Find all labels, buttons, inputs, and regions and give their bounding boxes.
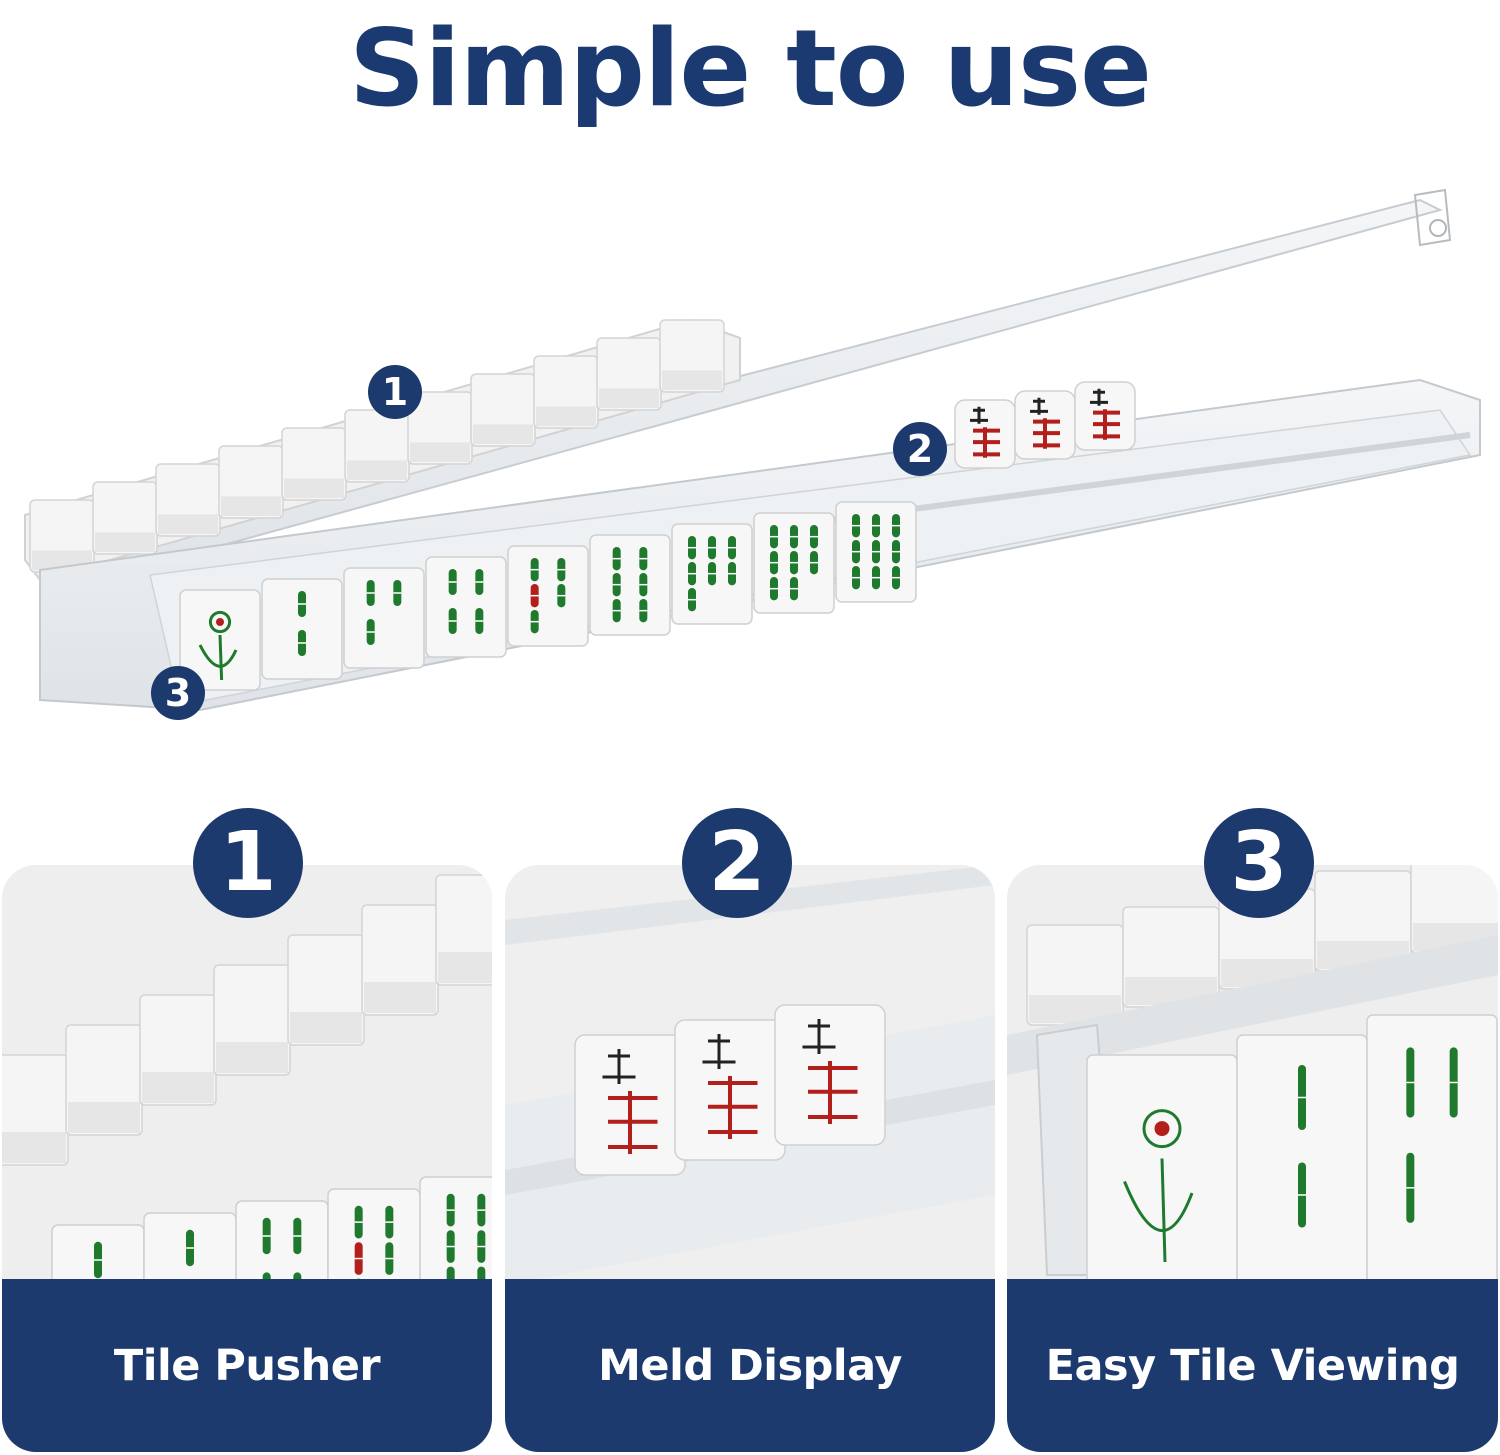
bamboo-tile-icon [343, 567, 425, 669]
face-down-tile [218, 445, 284, 519]
bamboo-tile-icon [235, 1200, 329, 1285]
face-down-tile [659, 319, 725, 393]
face-down-tile [407, 391, 473, 465]
feature-label-bar: Easy Tile Viewing [1007, 1279, 1498, 1452]
face-down-tile [281, 427, 347, 501]
bamboo-tile-icon [835, 501, 917, 603]
bamboo-tile-icon [261, 578, 343, 680]
face-down-tile [470, 373, 536, 447]
feature-card-tile-pusher: Tile Pusher [2, 865, 492, 1452]
face-down-tile [596, 337, 662, 411]
face-down-tile [155, 463, 221, 537]
character-tile-icon [1074, 381, 1136, 451]
feature-card-meld-display: Meld Display [505, 865, 995, 1452]
face-down-tile [213, 964, 291, 1076]
bamboo-tile-icon [425, 556, 507, 658]
feature-label-bar: Tile Pusher [2, 1279, 492, 1452]
bamboo-tile-icon [753, 512, 835, 614]
meld-tiles [954, 381, 1136, 469]
page-title: Simple to use [349, 7, 1152, 130]
bamboo-tile-icon [589, 534, 671, 636]
character-tile-icon [574, 1034, 686, 1176]
face-down-tile-row [24, 318, 741, 582]
tile-pusher-photo [2, 865, 492, 1285]
bird-tile-icon [1086, 1054, 1238, 1285]
bamboo-tile-icon [327, 1188, 421, 1285]
character-tile-icon [674, 1019, 786, 1161]
bamboo-tile-icon [419, 1176, 492, 1285]
face-down-tile [1122, 906, 1220, 1008]
callout-badge-2: 2 [893, 422, 947, 476]
bamboo-tile-icon [671, 523, 753, 625]
character-tile-icon [774, 1004, 886, 1146]
callout-badge-3: 3 [151, 666, 205, 720]
face-down-tile [29, 499, 95, 573]
callout-badge-1: 1 [368, 365, 422, 419]
feature-number-badge-2: 2 [682, 808, 792, 918]
feature-label-bar: Meld Display [505, 1279, 995, 1452]
bamboo-tile-icon [507, 545, 589, 647]
face-down-tile [361, 904, 439, 1016]
face-down-tile [287, 934, 365, 1046]
face-down-tile [92, 481, 158, 555]
feature-label: Meld Display [598, 1340, 902, 1391]
face-down-tile [344, 409, 410, 483]
bamboo-tile-icon [179, 589, 261, 691]
bamboo-tile-icon [1366, 1014, 1498, 1285]
face-down-tile [533, 355, 599, 429]
face-down-tile [435, 874, 492, 986]
character-tile-icon [954, 399, 1016, 469]
face-up-tile-row [179, 501, 917, 691]
face-down-tile [139, 994, 217, 1106]
feature-label: Tile Pusher [113, 1340, 381, 1391]
easy-tile-viewing-photo [1007, 865, 1498, 1285]
face-down-tile [2, 1054, 69, 1166]
mahjong-tile-rack-image [24, 188, 1481, 712]
feature-number-badge-3: 3 [1204, 808, 1314, 918]
face-down-tile [65, 1024, 143, 1136]
character-tile-icon [1014, 390, 1076, 460]
feature-number-badge-1: 1 [193, 808, 303, 918]
face-down-tile [1026, 924, 1124, 1026]
bamboo-tile-icon [143, 1212, 237, 1285]
bamboo-tile-icon [1236, 1034, 1368, 1285]
bamboo-tile-icon [51, 1224, 145, 1285]
feature-label: Easy Tile Viewing [1045, 1340, 1460, 1391]
meld-display-photo [505, 865, 995, 1285]
feature-card-easy-tile-viewing: Easy Tile Viewing [1007, 865, 1498, 1452]
